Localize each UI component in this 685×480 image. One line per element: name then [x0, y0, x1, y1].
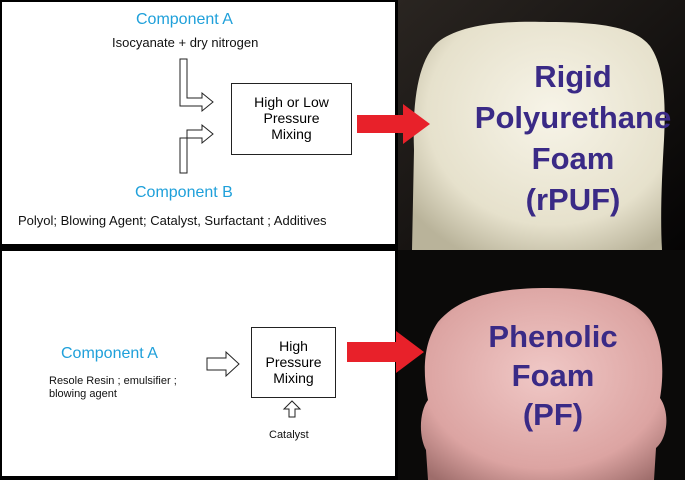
rpuf-label: Rigid Polyurethane Foam (rPUF): [458, 56, 685, 220]
rpuf-label-line-2: Polyurethane: [474, 100, 672, 135]
pf-label-line-3: (PF): [522, 397, 584, 432]
rpuf-foam-shape: [398, 0, 685, 250]
pf-foam-photo: Phenolic Foam (PF): [398, 250, 685, 480]
rpuf-process-panel: Component A Isocyanate + dry nitrogen Hi…: [2, 2, 395, 244]
bottom-mixing-line-2: Pressure: [265, 354, 322, 370]
pf-label-line-1: Phenolic: [488, 319, 618, 354]
pf-inlet-arrow: [206, 350, 240, 378]
rpuf-label-line-1: Rigid: [534, 59, 612, 94]
top-mixing-line-3: Mixing: [271, 126, 312, 142]
pf-component-a-description: Resole Resin ; emulsifier ; blowing agen…: [49, 375, 177, 401]
rpuf-label-line-4: (rPUF): [525, 182, 621, 217]
pf-foam-shape: [398, 250, 685, 480]
pf-label-line-2: Foam: [511, 358, 595, 393]
rpuf-foam-body: [412, 21, 665, 250]
pf-foam-body: [420, 288, 667, 480]
pf-label: Phenolic Foam (PF): [448, 317, 658, 434]
pf-component-a-desc-line-1: Resole Resin ; emulsifier ;: [49, 375, 177, 387]
bottom-flow-arrows: [206, 350, 302, 418]
bottom-mixing-line-3: Mixing: [273, 370, 314, 386]
top-mixing-box: High or Low Pressure Mixing: [231, 83, 352, 155]
pf-component-a-desc-line-2: blowing agent: [49, 388, 117, 400]
pf-process-panel: Component A Resole Resin ; emulsifier ; …: [2, 251, 395, 476]
component-a-description: Isocyanate + dry nitrogen: [112, 35, 259, 50]
bottom-mixing-box: High Pressure Mixing: [251, 327, 336, 398]
rpuf-label-line-3: Foam: [531, 141, 615, 176]
rpuf-foam-photo: Rigid Polyurethane Foam (rPUF): [398, 0, 685, 250]
top-mixing-line-2: Pressure: [263, 110, 320, 126]
component-b-inlet-arrow: [179, 123, 214, 174]
component-a-inlet-arrow: [179, 58, 214, 113]
component-b-title: Component B: [135, 184, 233, 201]
catalyst-label: Catalyst: [269, 429, 309, 441]
component-a-title: Component A: [136, 11, 233, 28]
catalyst-arrow: [282, 400, 302, 418]
top-mixing-line-1: High or Low: [254, 94, 329, 110]
component-b-description: Polyol; Blowing Agent; Catalyst, Surfact…: [18, 213, 327, 228]
pf-component-a-title: Component A: [61, 345, 158, 362]
top-flow-arrows: [179, 58, 214, 174]
bottom-mixing-line-1: High: [279, 338, 308, 354]
